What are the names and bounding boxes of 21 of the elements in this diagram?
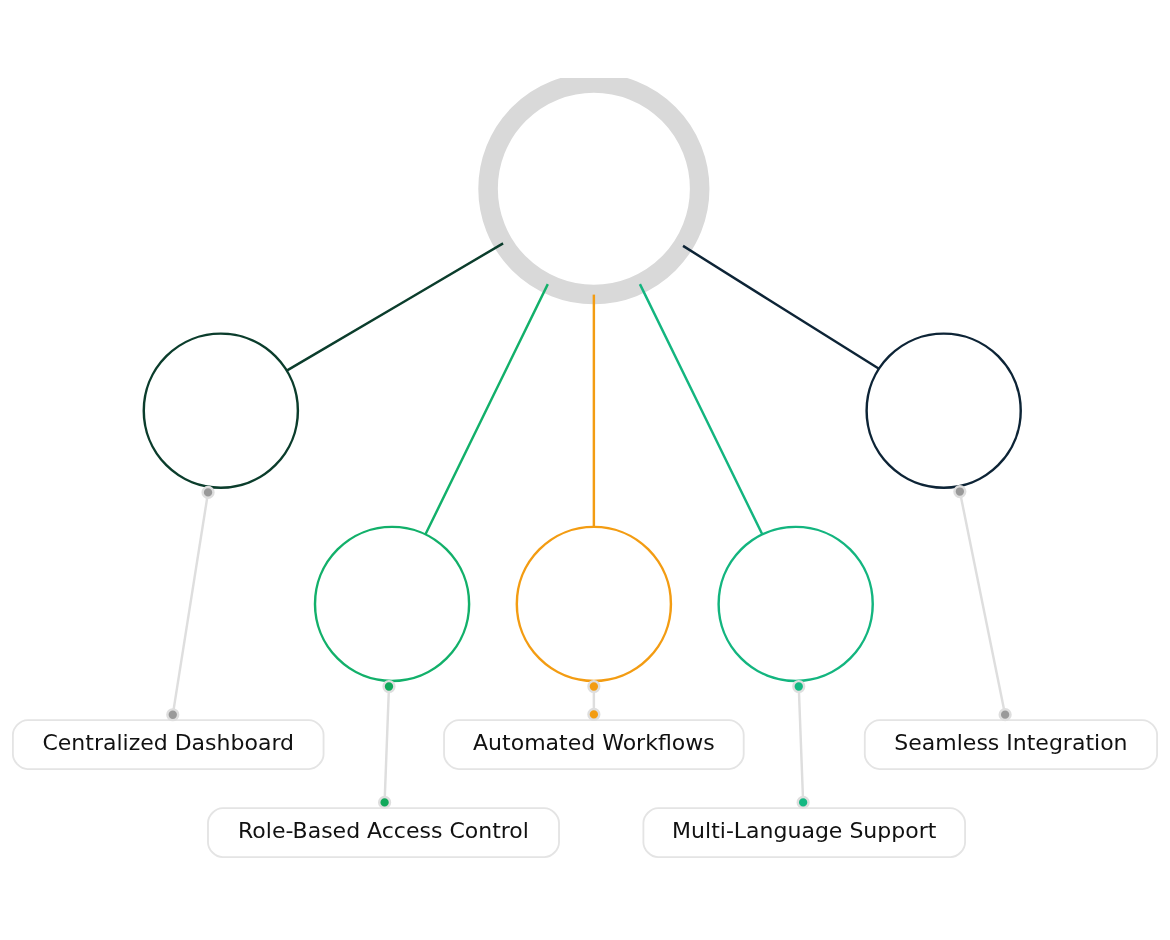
connector (682, 244, 880, 370)
connector (424, 283, 549, 535)
connector (792, 679, 810, 809)
node-circle (865, 332, 1022, 489)
connector (378, 679, 396, 809)
node-circle (142, 332, 300, 489)
connector (592, 294, 596, 527)
connector (953, 484, 1012, 722)
node-box: Automated Workflows (443, 719, 745, 770)
connector (166, 485, 215, 722)
node-box: Centralized Dashboard (12, 719, 325, 770)
node-box: Seamless Integration (863, 719, 1158, 770)
connector (587, 679, 601, 721)
node-circle (478, 78, 710, 305)
node-circle (515, 525, 673, 683)
node-box: Multi-Language Support (642, 807, 966, 859)
node-box: Role-Based Access Control (207, 807, 560, 859)
connector (638, 283, 764, 535)
connector (286, 242, 504, 372)
node-circle (717, 525, 874, 683)
node-circle (313, 525, 471, 683)
